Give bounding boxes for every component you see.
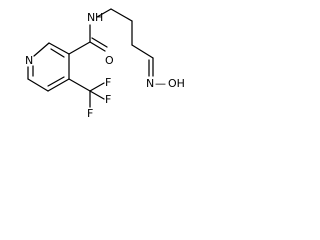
bond-cf3-f-top xyxy=(89,82,105,92)
atom-o-carbonyl: O xyxy=(105,54,114,67)
bond-carbonyl-o-1 xyxy=(89,41,106,52)
bond-c3-carbonyl xyxy=(68,41,91,55)
structural-formula: N N H O F F F N — OH xyxy=(25,8,185,120)
atom-f-bottom: F xyxy=(87,107,93,120)
bond-c5-c6 xyxy=(27,78,49,92)
bond-c3-c4-chain xyxy=(131,44,154,59)
bond-c1-c2 xyxy=(110,8,133,22)
atom-n-pyridine: N xyxy=(25,54,33,67)
atom-h-amide: H xyxy=(95,11,103,24)
double-bond-c4-c5-inner xyxy=(47,76,65,87)
bond-cf3-f-right xyxy=(89,90,105,100)
bond-c2-c3 xyxy=(48,42,70,55)
atom-oh-oxime: OH xyxy=(168,77,185,90)
double-bond-c2-c3-inner xyxy=(50,48,65,58)
atom-n-oxime: N xyxy=(146,77,154,90)
pyridine-ring xyxy=(27,42,70,92)
bond-carbonyl-o-2 xyxy=(91,37,108,48)
bond-c4-cf3 xyxy=(68,78,91,92)
atom-n-amide: N xyxy=(87,11,95,24)
bond-n1-c2 xyxy=(33,42,50,57)
bond-nh-c1 xyxy=(96,8,112,18)
atom-f-right: F xyxy=(105,93,111,106)
oxime-single-bond: — xyxy=(155,77,166,90)
bond-c4-c5 xyxy=(47,78,70,92)
atom-f-top: F xyxy=(105,76,111,89)
